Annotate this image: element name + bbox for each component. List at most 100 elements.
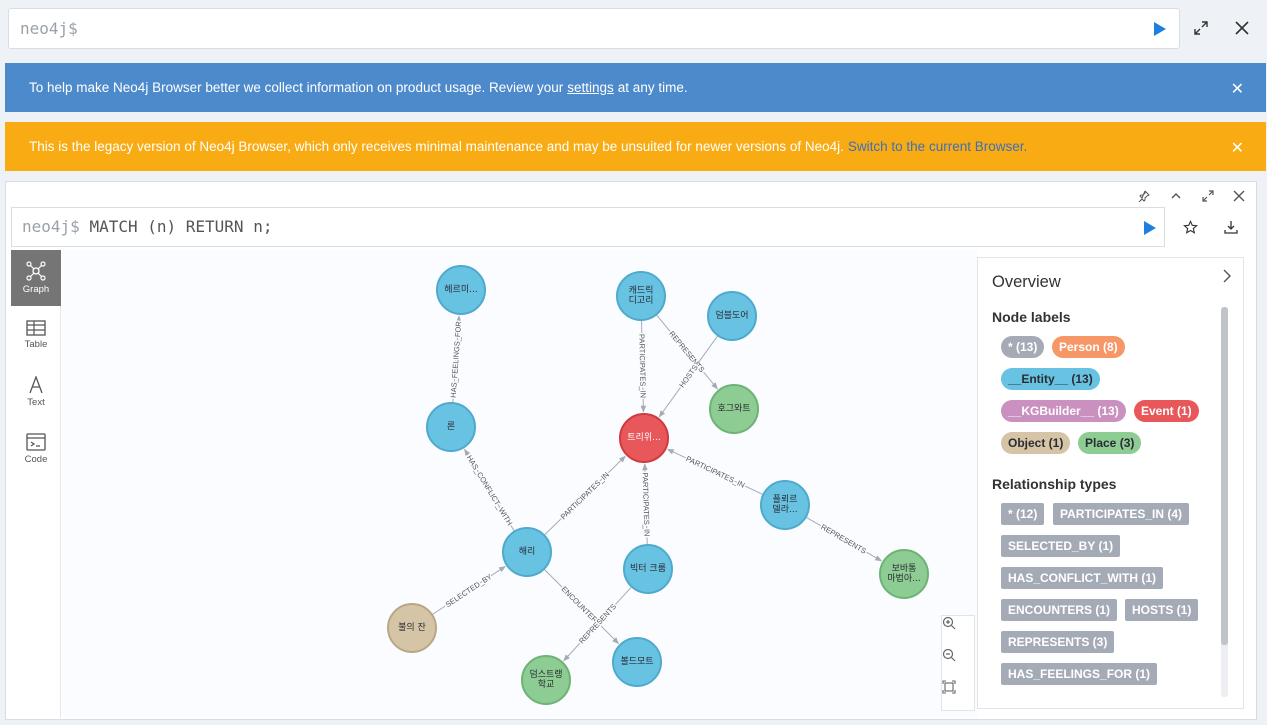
node-label-pill[interactable]: Event (1) bbox=[1134, 400, 1199, 422]
relationship-label: PARTICIPATES_IN bbox=[637, 334, 647, 398]
relationship-edge[interactable] bbox=[640, 319, 647, 413]
node-circle[interactable] bbox=[612, 637, 662, 687]
node-label-pill[interactable]: __KGBuilder__ (13) bbox=[1001, 400, 1126, 422]
relationship-edge[interactable] bbox=[655, 314, 718, 390]
view-tabs: Graph Table Text Code bbox=[11, 250, 61, 718]
graph-node[interactable]: 덤블도어 bbox=[707, 291, 757, 341]
node-circle[interactable] bbox=[879, 549, 929, 599]
node-label-pill[interactable]: Person (8) bbox=[1052, 336, 1125, 358]
scrollbar-thumb[interactable] bbox=[1221, 307, 1228, 645]
switch-browser-link[interactable]: Switch to the current Browser. bbox=[847, 139, 1028, 154]
relationship-edge[interactable] bbox=[431, 565, 506, 616]
node-circle[interactable] bbox=[619, 413, 669, 463]
close-icon[interactable]: ✕ bbox=[1230, 81, 1244, 98]
run-query-icon[interactable] bbox=[1154, 22, 1166, 36]
favorite-star-icon[interactable] bbox=[1179, 216, 1201, 238]
relationship-label: SELECTED_BY bbox=[444, 572, 494, 609]
frame-query-editor[interactable]: neo4j$ MATCH (n) RETURN n; bbox=[11, 207, 1165, 247]
close-frame-icon[interactable] bbox=[1229, 186, 1249, 206]
node-label: 해리 bbox=[519, 546, 536, 557]
node-circle[interactable] bbox=[436, 265, 486, 315]
graph-node[interactable]: 보바통마법아... bbox=[879, 549, 929, 599]
graph-node[interactable]: 트리위... bbox=[619, 413, 669, 463]
node-circle[interactable] bbox=[616, 271, 666, 321]
node-circle[interactable] bbox=[426, 402, 476, 452]
relationship-edge[interactable] bbox=[452, 315, 462, 404]
graph-node[interactable]: 플뢰르델라... bbox=[760, 480, 810, 530]
relationship-edge[interactable] bbox=[464, 448, 515, 532]
node-label: 덤블도어 bbox=[715, 309, 748, 321]
text-icon bbox=[29, 376, 43, 394]
node-label-pill[interactable]: Object (1) bbox=[1001, 432, 1071, 454]
node-label: 마법아... bbox=[887, 573, 920, 584]
graph-node[interactable]: 론 bbox=[426, 402, 476, 452]
relationship-edge[interactable] bbox=[805, 516, 883, 562]
graph-node[interactable]: 빅터 크룸 bbox=[623, 544, 673, 594]
relationship-type-tag[interactable]: HAS_CONFLICT_WITH (1) bbox=[1001, 567, 1163, 589]
node-circle[interactable] bbox=[502, 527, 552, 577]
node-label: 디고리 bbox=[629, 295, 654, 306]
rerun-query-icon[interactable] bbox=[1144, 221, 1156, 235]
pin-icon[interactable] bbox=[1134, 186, 1154, 206]
relationship-edge[interactable] bbox=[658, 335, 719, 418]
fullscreen-icon[interactable] bbox=[1198, 186, 1218, 206]
graph-node[interactable]: 불의 잔 bbox=[387, 603, 437, 653]
usage-banner-text: To help make Neo4j Browser better we col… bbox=[29, 80, 564, 95]
relationship-edge[interactable] bbox=[543, 455, 626, 536]
node-label-pill[interactable]: Place (3) bbox=[1078, 432, 1142, 454]
download-icon[interactable] bbox=[1220, 216, 1242, 238]
relationship-type-tag[interactable]: PARTICIPATES_IN (4) bbox=[1053, 503, 1190, 525]
node-circle[interactable] bbox=[760, 480, 810, 530]
editor-prompt: neo4j$ bbox=[20, 19, 78, 38]
relationship-type-tag[interactable]: HAS_FEELINGS_FOR (1) bbox=[1001, 663, 1158, 685]
fit-to-screen-icon[interactable] bbox=[942, 680, 976, 712]
graph-node[interactable]: 해리 bbox=[502, 527, 552, 577]
relationship-type-tag[interactable]: HOSTS (1) bbox=[1125, 599, 1199, 621]
close-icon[interactable]: ✕ bbox=[1230, 140, 1244, 157]
relationship-type-tag[interactable]: * (12) bbox=[1001, 503, 1045, 525]
node-label: 론 bbox=[447, 421, 455, 432]
node-label: 호그와트 bbox=[717, 402, 750, 414]
overview-scrollbar[interactable] bbox=[1221, 307, 1228, 697]
node-label-pill[interactable]: * (13) bbox=[1001, 336, 1045, 358]
node-label: 캐드릭 bbox=[629, 284, 654, 296]
relationship-type-tag[interactable]: REPRESENTS (3) bbox=[1001, 631, 1115, 653]
node-circle[interactable] bbox=[521, 655, 571, 705]
top-query-editor[interactable]: neo4j$ bbox=[8, 8, 1180, 49]
usage-banner-text-after: at any time. bbox=[617, 80, 688, 95]
close-editor-icon[interactable] bbox=[1231, 17, 1253, 39]
node-label-pill[interactable]: __Entity__ (13) bbox=[1001, 368, 1100, 390]
node-circle[interactable] bbox=[623, 544, 673, 594]
graph-node[interactable]: 볼드모트 bbox=[612, 637, 662, 687]
overview-title: Overview bbox=[992, 273, 1061, 291]
tab-label: Table bbox=[24, 339, 48, 350]
tab-table[interactable]: Table bbox=[11, 307, 61, 363]
tab-text[interactable]: Text bbox=[11, 364, 61, 420]
settings-link[interactable]: settings bbox=[567, 80, 614, 95]
legacy-banner: This is the legacy version of Neo4j Brow… bbox=[5, 122, 1266, 171]
usage-banner: To help make Neo4j Browser better we col… bbox=[5, 63, 1266, 112]
relationship-edge[interactable] bbox=[642, 463, 648, 546]
relationship-type-tag[interactable]: SELECTED_BY (1) bbox=[1001, 535, 1121, 557]
zoom-in-icon[interactable] bbox=[942, 616, 976, 648]
node-circle[interactable] bbox=[387, 603, 437, 653]
relationship-edge[interactable] bbox=[666, 448, 764, 496]
code-icon bbox=[26, 433, 46, 451]
graph-node[interactable]: 헤르미... bbox=[436, 265, 486, 315]
relationship-edge[interactable] bbox=[543, 568, 620, 645]
node-circle[interactable] bbox=[709, 384, 759, 434]
chevron-right-icon[interactable] bbox=[1219, 268, 1235, 284]
tab-graph[interactable]: Graph bbox=[11, 250, 61, 306]
expand-editor-icon[interactable] bbox=[1190, 17, 1212, 39]
node-circle[interactable] bbox=[707, 291, 757, 341]
graph-node[interactable]: 호그와트 bbox=[709, 384, 759, 434]
relationship-type-tag[interactable]: ENCOUNTERS (1) bbox=[1001, 599, 1118, 621]
zoom-out-icon[interactable] bbox=[942, 648, 976, 680]
tab-code[interactable]: Code bbox=[11, 421, 61, 477]
collapse-icon[interactable] bbox=[1166, 186, 1186, 206]
relationship-edge[interactable] bbox=[563, 586, 633, 662]
